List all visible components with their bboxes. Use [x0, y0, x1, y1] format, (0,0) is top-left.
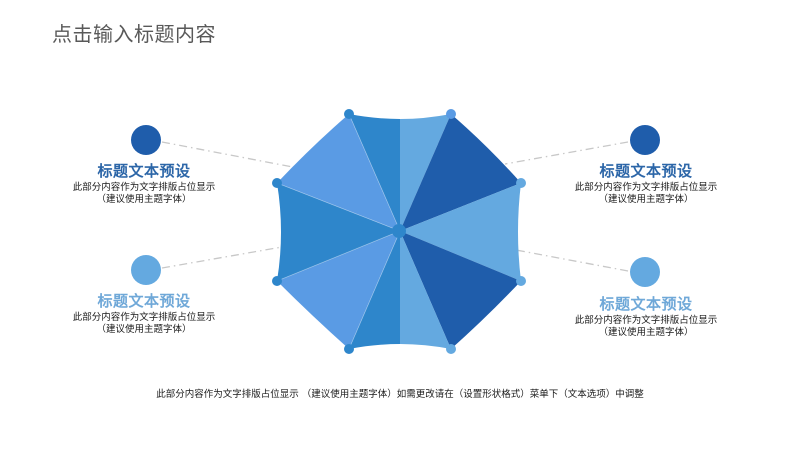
canopy-panel-left: [277, 183, 400, 281]
canopy-panel-bottom-right-half: [400, 231, 451, 349]
footer-note: 此部分内容作为文字排版占位显示 （建议使用主题字体）如需更改请在（设置形状格式）…: [156, 389, 644, 400]
rib-tip-icon: [272, 178, 282, 188]
marker-circle-bottom-left: [131, 255, 161, 285]
connector-lines: [161, 141, 629, 272]
rib-tip-icon: [344, 344, 354, 354]
canopy-panel-right: [400, 183, 521, 281]
callout-body: 此部分内容作为文字排版占位显示 （建议使用主题字体）: [571, 182, 721, 206]
rib-tip-icon: [446, 109, 456, 119]
callout-body-line: （建议使用主题字体）: [598, 327, 694, 338]
callout-heading: 标题文本预设: [97, 292, 191, 310]
callout-heading: 标题文本预设: [97, 162, 191, 180]
callout-top-right: 标题文本预设 此部分内容作为文字排版占位显示 （建议使用主题字体）: [561, 162, 731, 206]
page-title: 点击输入标题内容: [52, 22, 216, 46]
connector-bottom-left: [161, 246, 283, 269]
marker-circle-top-right: [630, 125, 660, 155]
callout-body-line: 此部分内容作为文字排版占位显示: [574, 182, 718, 193]
callout-body-line: （建议使用主题字体）: [96, 194, 192, 205]
connector-bottom-right: [515, 249, 629, 272]
canopy-panel-upper-right: [400, 114, 521, 231]
callout-body-line: （建议使用主题字体）: [96, 324, 192, 335]
marker-circle-top-left: [131, 125, 161, 155]
canopy-panel-upper-left: [277, 114, 400, 231]
canopy-panel-lower-right: [400, 231, 521, 349]
rib-tips: [272, 109, 526, 354]
canopy-panel-lower-left: [277, 231, 400, 349]
rib-tip-icon: [446, 344, 456, 354]
callout-heading: 标题文本预设: [599, 295, 693, 313]
connector-top-left: [161, 141, 299, 169]
rib-tip-icon: [344, 109, 354, 119]
callout-bottom-left: 标题文本预设 此部分内容作为文字排版占位显示 （建议使用主题字体）: [59, 292, 229, 336]
callout-body-line: 此部分内容作为文字排版占位显示: [574, 315, 718, 326]
rib-tip-icon: [516, 178, 526, 188]
callout-body-line: 此部分内容作为文字排版占位显示: [72, 312, 216, 323]
callout-body-line: 此部分内容作为文字排版占位显示: [72, 182, 216, 193]
callout-body: 此部分内容作为文字排版占位显示 （建议使用主题字体）: [69, 182, 219, 206]
umbrella-hub: [392, 224, 406, 238]
callout-body-line: （建议使用主题字体）: [598, 194, 694, 205]
marker-circle-bottom-right: [630, 257, 660, 287]
callout-bottom-right: 标题文本预设 此部分内容作为文字排版占位显示 （建议使用主题字体）: [561, 295, 731, 339]
umbrella-canopy: [272, 109, 526, 354]
callout-top-left: 标题文本预设 此部分内容作为文字排版占位显示 （建议使用主题字体）: [59, 162, 229, 206]
callout-body: 此部分内容作为文字排版占位显示 （建议使用主题字体）: [571, 315, 721, 339]
callout-heading: 标题文本预设: [599, 162, 693, 180]
callout-body: 此部分内容作为文字排版占位显示 （建议使用主题字体）: [69, 312, 219, 336]
rib-tip-icon: [516, 276, 526, 286]
rib-tip-icon: [272, 276, 282, 286]
connector-top-right: [504, 141, 629, 165]
